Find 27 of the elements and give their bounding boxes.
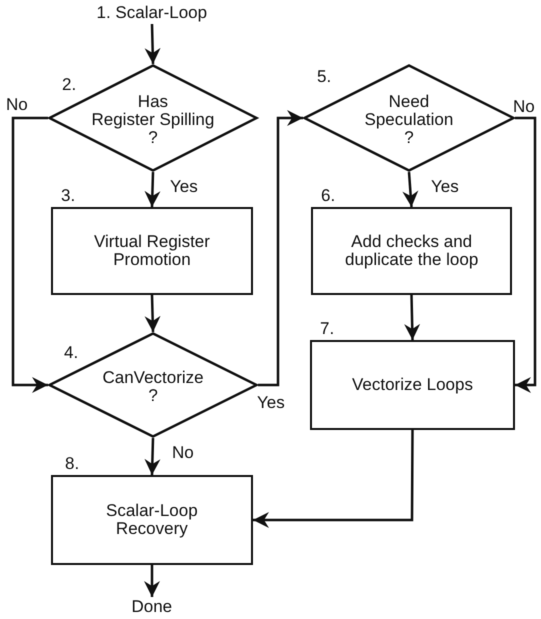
decision-text: Has Register Spilling ?	[92, 93, 214, 147]
step-number: 6.	[321, 187, 336, 205]
arrow	[12, 116, 48, 393]
process-text: Virtual Register Promotion	[94, 233, 210, 269]
arrow	[404, 294, 420, 340]
arrow	[144, 24, 161, 64]
arrow	[258, 110, 303, 386]
arrow	[144, 438, 160, 476]
arrow	[144, 294, 161, 332]
step-number: 4.	[64, 344, 78, 362]
process-text: Scalar-Loop Recovery	[106, 502, 198, 538]
step-number: 2.	[62, 76, 76, 94]
process-text: Add checks and duplicate the loop	[345, 233, 478, 269]
step-number: 7.	[320, 320, 334, 338]
arrow	[515, 116, 536, 393]
terminal-label: Done	[132, 598, 172, 616]
arrow	[144, 172, 160, 208]
step-number: 5.	[317, 68, 332, 86]
terminal-label: 1. Scalar-Loop	[96, 4, 208, 22]
arrow	[253, 430, 414, 528]
arrow	[402, 172, 418, 208]
step-number: 8.	[65, 455, 80, 473]
decision-text: Need Speculation ?	[364, 93, 454, 147]
arrow	[144, 565, 160, 597]
process-text: Vectorize Loops	[352, 376, 473, 394]
step-number: 3.	[61, 187, 76, 205]
decision-text: CanVectorize ?	[102, 369, 204, 405]
